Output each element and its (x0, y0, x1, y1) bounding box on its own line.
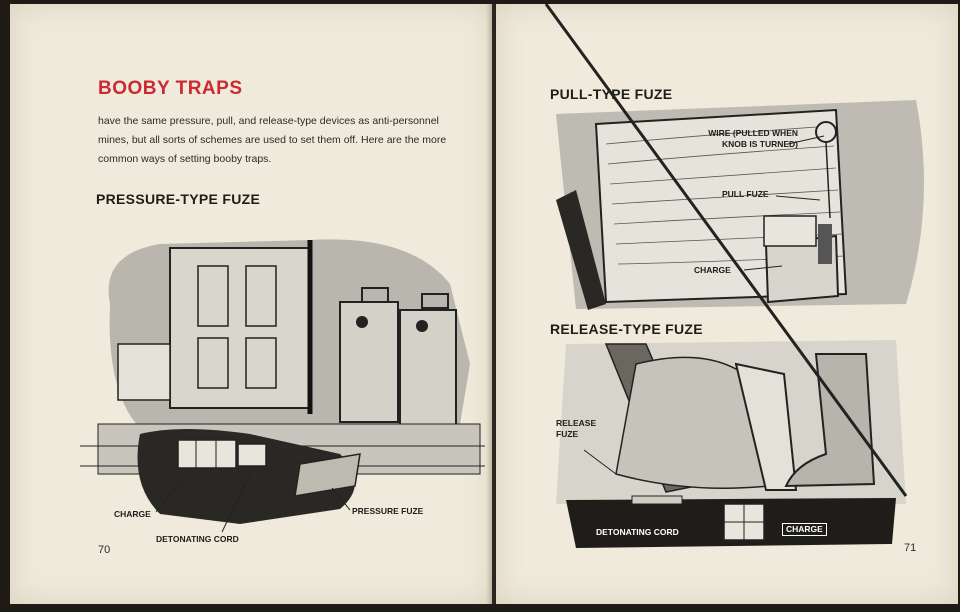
page-number-right: 71 (904, 542, 917, 554)
book-spread: BOOBY TRAPS have the same pressure, pull… (10, 4, 958, 606)
page-number-left: 70 (98, 544, 111, 556)
release-charge-label: CHARGE (782, 523, 827, 536)
pull-charge-label: CHARGE (694, 265, 731, 275)
page-title: BOOBY TRAPS (98, 78, 243, 99)
detonating-cord-label: DETONATING CORD (156, 534, 239, 544)
pull-fuze-illustration (544, 4, 924, 548)
charge-label: CHARGE (114, 509, 151, 519)
pressure-fuze-label: PRESSURE FUZE (352, 506, 424, 516)
pressure-fuze-illustration (80, 239, 485, 533)
release-detonating-cord-label: DETONATING CORD (594, 527, 681, 538)
release-fuze-heading: RELEASE-TYPE FUZE (550, 321, 703, 337)
release-fuze-label: RELEASE FUZE (556, 418, 597, 439)
pressure-fuze-heading: PRESSURE-TYPE FUZE (96, 191, 261, 207)
left-page: BOOBY TRAPS have the same pressure, pull… (10, 4, 492, 604)
intro-paragraph: have the same pressure, pull, and releas… (98, 115, 447, 165)
pull-fuze-label: PULL FUZE (722, 189, 769, 199)
wire-label: WIRE (PULLED WHEN KNOB IS TURNED) (708, 128, 798, 149)
right-page: PULL-TYPE FUZE (496, 4, 958, 604)
